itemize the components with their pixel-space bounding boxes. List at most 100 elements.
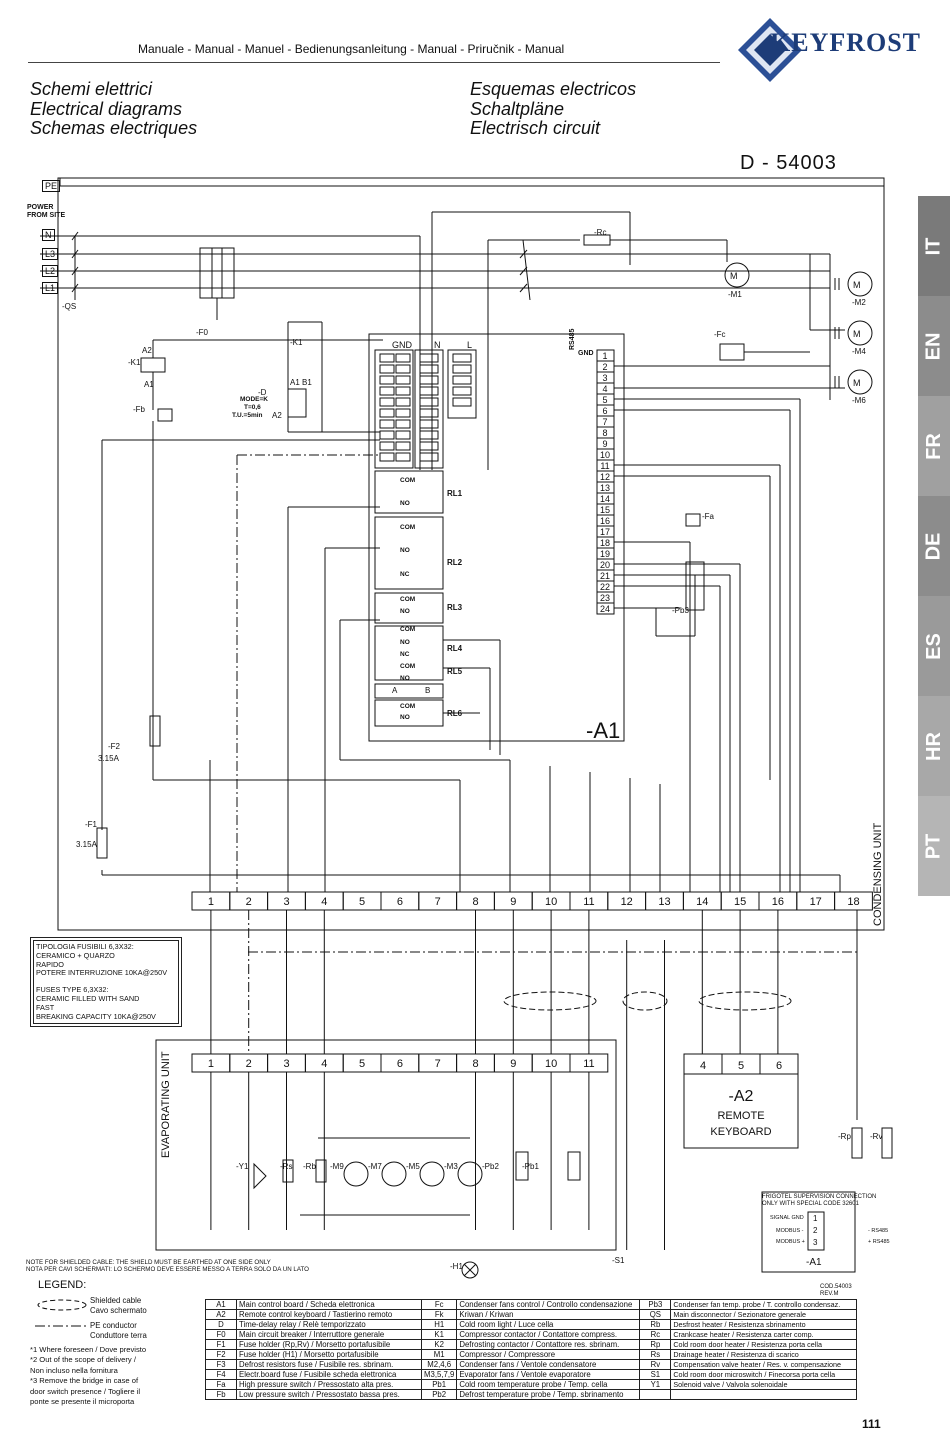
tab-en[interactable]: EN xyxy=(918,296,950,396)
power-lines xyxy=(40,178,884,470)
frigotel-rs485-plus: + RS485 xyxy=(868,1239,890,1245)
legend-description: Electr.board fuse / Fusibile scheda elet… xyxy=(236,1369,422,1380)
board-terminal-label: 16 xyxy=(600,516,610,526)
line-label-L2: L2 xyxy=(42,265,59,277)
legend-description: Main disconnector / Sezionatore generale xyxy=(670,1309,858,1320)
legend-description: Compressor / Compressore xyxy=(456,1349,641,1360)
rs485-b-label: B xyxy=(425,686,431,695)
legend-code: Rv xyxy=(639,1359,672,1370)
legend-description: Fuse holder (H1) / Morsetto portafusibil… xyxy=(236,1349,422,1360)
tab-it[interactable]: IT xyxy=(918,196,950,296)
k1-a2-label: A2 xyxy=(142,346,152,355)
legend-description: Cold room temperature probe / Temp. cell… xyxy=(456,1379,641,1390)
mode-label: MODE=K xyxy=(240,396,268,403)
fuse-f2 xyxy=(149,715,161,747)
pb3-label: -Pb3 xyxy=(672,606,689,615)
title-nl: Electrisch circuit xyxy=(470,118,601,138)
contact-label: NO xyxy=(400,714,410,721)
board-terminal-label: 12 xyxy=(600,472,610,482)
motor-m6 xyxy=(847,369,873,395)
page-number: 111 xyxy=(862,1417,881,1431)
contact-label: COM xyxy=(400,703,416,710)
relay-label-RL5: RL5 xyxy=(447,667,463,676)
legend-code: F1 xyxy=(205,1339,237,1350)
terminal-top-label: 12 xyxy=(621,896,633,908)
board-terminal-label: 14 xyxy=(600,494,610,504)
pe-label: PE xyxy=(42,180,61,192)
line-label-L3: L3 xyxy=(42,248,59,260)
terminal-top-label: 3 xyxy=(283,896,289,908)
legend-code: Pb2 xyxy=(420,1389,458,1400)
frigotel-modbus-plus: MODBUS + xyxy=(776,1239,805,1245)
board-terminal-label: 7 xyxy=(602,417,607,427)
terminal-top-label: 15 xyxy=(734,896,746,908)
board-terminal-label: 18 xyxy=(600,538,610,548)
relay-wires xyxy=(101,439,841,892)
power-label: POWER xyxy=(27,204,54,211)
rv-heater xyxy=(881,1127,893,1159)
legend-description: Low pressure switch / Pressostato bassa … xyxy=(236,1389,422,1400)
terminal-bottom-label: 7 xyxy=(435,1058,441,1070)
legend-code: M2,4,6 xyxy=(420,1359,458,1370)
terminal-top-label: 13 xyxy=(658,896,670,908)
title-de: Schaltpläne xyxy=(470,98,565,119)
motor-m1 xyxy=(724,262,750,288)
evaporator-fans xyxy=(300,1137,483,1216)
tab-pt[interactable]: PT xyxy=(918,796,950,896)
svg-text:M: M xyxy=(853,280,861,290)
tab-es[interactable]: ES xyxy=(918,596,950,696)
shielded-cable-1 xyxy=(503,991,597,1011)
svg-text:M: M xyxy=(853,378,861,388)
fb-label: -Fb xyxy=(133,405,145,414)
terminal-bottom-label: 10 xyxy=(545,1058,557,1070)
board-terminal-label: 23 xyxy=(600,593,610,603)
a2-remote-keyboard: -A2 REMOTE KEYBOARD xyxy=(710,1088,772,1138)
fb-switch xyxy=(157,408,173,422)
frigotel-info: FRIGOTEL SUPERVISION CONNECTION ONLY WIT… xyxy=(762,1194,877,1207)
legend-description: Defrosting contactor / Contattore res. s… xyxy=(456,1339,641,1350)
contact-label: NO xyxy=(400,675,410,682)
keyfrost-logo xyxy=(738,18,802,82)
tab-fr[interactable]: FR xyxy=(918,396,950,496)
legend-code: Fb xyxy=(205,1389,237,1400)
rs-heater xyxy=(282,1159,294,1183)
m4-label: -M4 xyxy=(852,347,866,356)
manual-header: Manuale - Manual - Manuel - Bedienungsan… xyxy=(138,42,565,56)
board-terminal-label: 13 xyxy=(600,483,610,493)
board-terminal-label: 9 xyxy=(602,439,607,449)
fuse-notes: TIPOLOGIA FUSIBILI 6,3X32: CERAMICO + QU… xyxy=(31,937,181,1027)
board-terminal-label: 20 xyxy=(600,560,610,570)
f0-label: -F0 xyxy=(196,328,208,337)
legend-code: Fc xyxy=(420,1299,458,1310)
f1-rating: 3.15A xyxy=(76,840,97,849)
relay-blocks xyxy=(374,470,444,727)
terminal-bottom xyxy=(569,1053,609,1073)
n-label: N xyxy=(434,340,441,350)
line-label-N: N xyxy=(42,229,55,241)
terminal-bottom-label: 11 xyxy=(583,1058,594,1070)
pb3-probe xyxy=(685,561,705,611)
condensing-unit-label: CONDENSING UNIT xyxy=(872,822,884,926)
tab-hr[interactable]: HR xyxy=(918,696,950,796)
f2-label: -F2 xyxy=(108,742,120,751)
f0-breaker xyxy=(199,247,235,320)
tab-de[interactable]: DE xyxy=(918,496,950,596)
legend-code: Fk xyxy=(420,1309,458,1320)
pb2-probe xyxy=(515,1151,529,1181)
frigotel-a1: -A1 xyxy=(806,1257,822,1268)
l-label: L xyxy=(467,340,473,350)
k1-coil xyxy=(140,357,166,373)
legend-code xyxy=(639,1389,672,1400)
contact-label: NO xyxy=(400,608,410,615)
contact-label: NO xyxy=(400,639,410,646)
terminal-bottom-label: 1 xyxy=(208,1058,214,1070)
legend-code: F0 xyxy=(205,1329,237,1340)
legend-description: Condenser fans control / Controllo conde… xyxy=(456,1299,641,1310)
legend-description: Condenser fan temp. probe / T. controllo… xyxy=(670,1299,858,1310)
